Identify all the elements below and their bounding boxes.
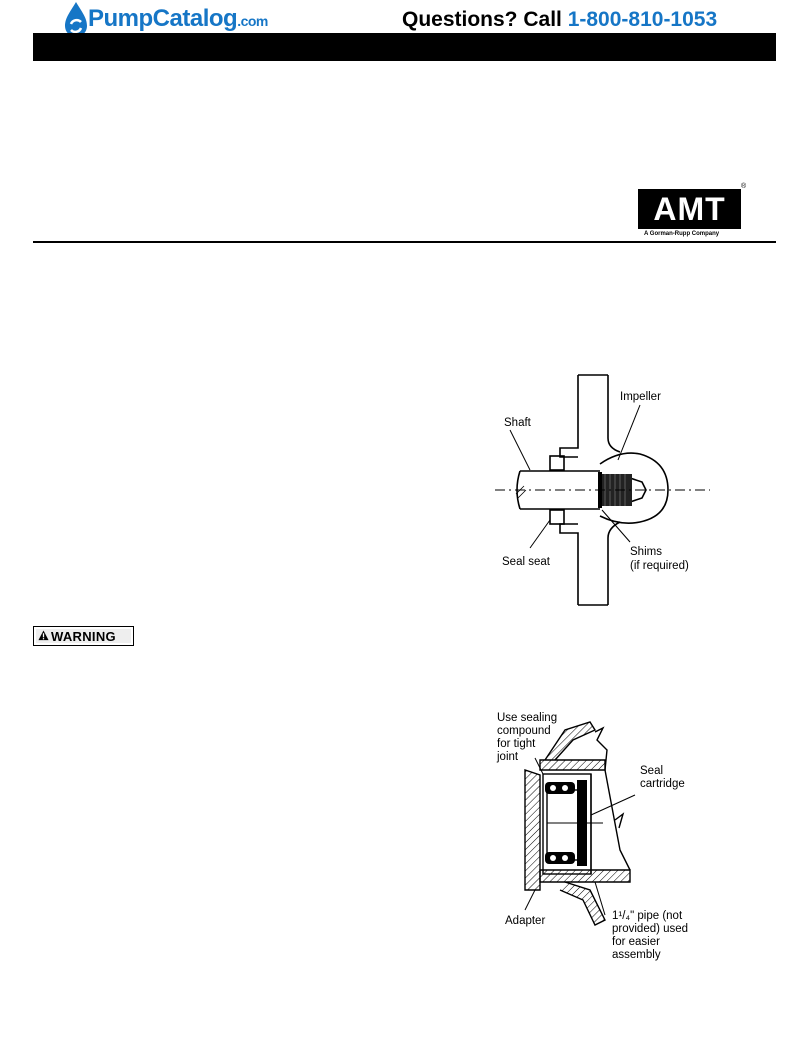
label-pipe-3: for easier <box>612 936 660 948</box>
contact-line: Questions? Call 1-800-810-1053 <box>402 8 717 32</box>
seal-cartridge-drawing <box>524 721 636 926</box>
label-shims: Shims <box>630 546 662 558</box>
label-adapter: Adapter <box>505 915 546 927</box>
amt-logo: AMT ® A Gorman-Rupp Company <box>638 183 748 241</box>
questions-label: Questions? Call <box>402 8 562 31</box>
warning-label: WARNING <box>51 629 116 644</box>
seal-cartridge-diagram: Use sealing compound for tight joint Sea… <box>495 710 695 970</box>
impeller-shaft-drawing <box>495 374 710 606</box>
logo-wordmark: PumpCatalog.com <box>88 5 268 33</box>
label-shims-note: (if required) <box>630 560 689 572</box>
impeller-shaft-diagram: Impeller Shaft Seal seat Shims (if requi… <box>490 370 720 610</box>
phone-number-link[interactable]: 1-800-810-1053 <box>567 8 718 31</box>
warning-triangle-icon <box>38 630 49 641</box>
amt-subtitle: A Gorman-Rupp Company <box>644 231 720 237</box>
label-sealing-compound-3: for tight <box>497 738 536 750</box>
amt-registered-mark: ® <box>741 183 747 190</box>
header-bar <box>33 33 776 61</box>
logo-suffix-text: .com <box>237 13 268 29</box>
header-divider <box>33 241 776 243</box>
label-impeller: Impeller <box>620 391 661 403</box>
warning-badge-fill <box>36 629 131 643</box>
label-shaft: Shaft <box>504 417 531 429</box>
amt-logo-box <box>638 189 741 229</box>
label-sealing-compound-1: Use sealing <box>497 712 558 724</box>
label-pipe-1: 1¹/₄" pipe (not <box>612 910 683 922</box>
label-seal-cartridge-1: Seal <box>640 765 664 777</box>
pumpcatalog-logo[interactable]: PumpCatalog.com <box>62 0 282 44</box>
label-seal-seat: Seal seat <box>502 556 550 568</box>
logo-main-text: PumpCatalog <box>88 5 238 32</box>
label-pipe-2: provided) used <box>612 923 689 935</box>
label-sealing-compound-4: joint <box>497 751 519 763</box>
label-sealing-compound-2: compound <box>497 725 551 737</box>
water-drop-icon <box>65 2 87 37</box>
warning-badge: WARNING <box>33 626 134 646</box>
label-pipe-4: assembly <box>612 949 661 961</box>
amt-logo-text: AMT <box>653 191 726 227</box>
label-seal-cartridge-2: cartridge <box>640 778 685 790</box>
